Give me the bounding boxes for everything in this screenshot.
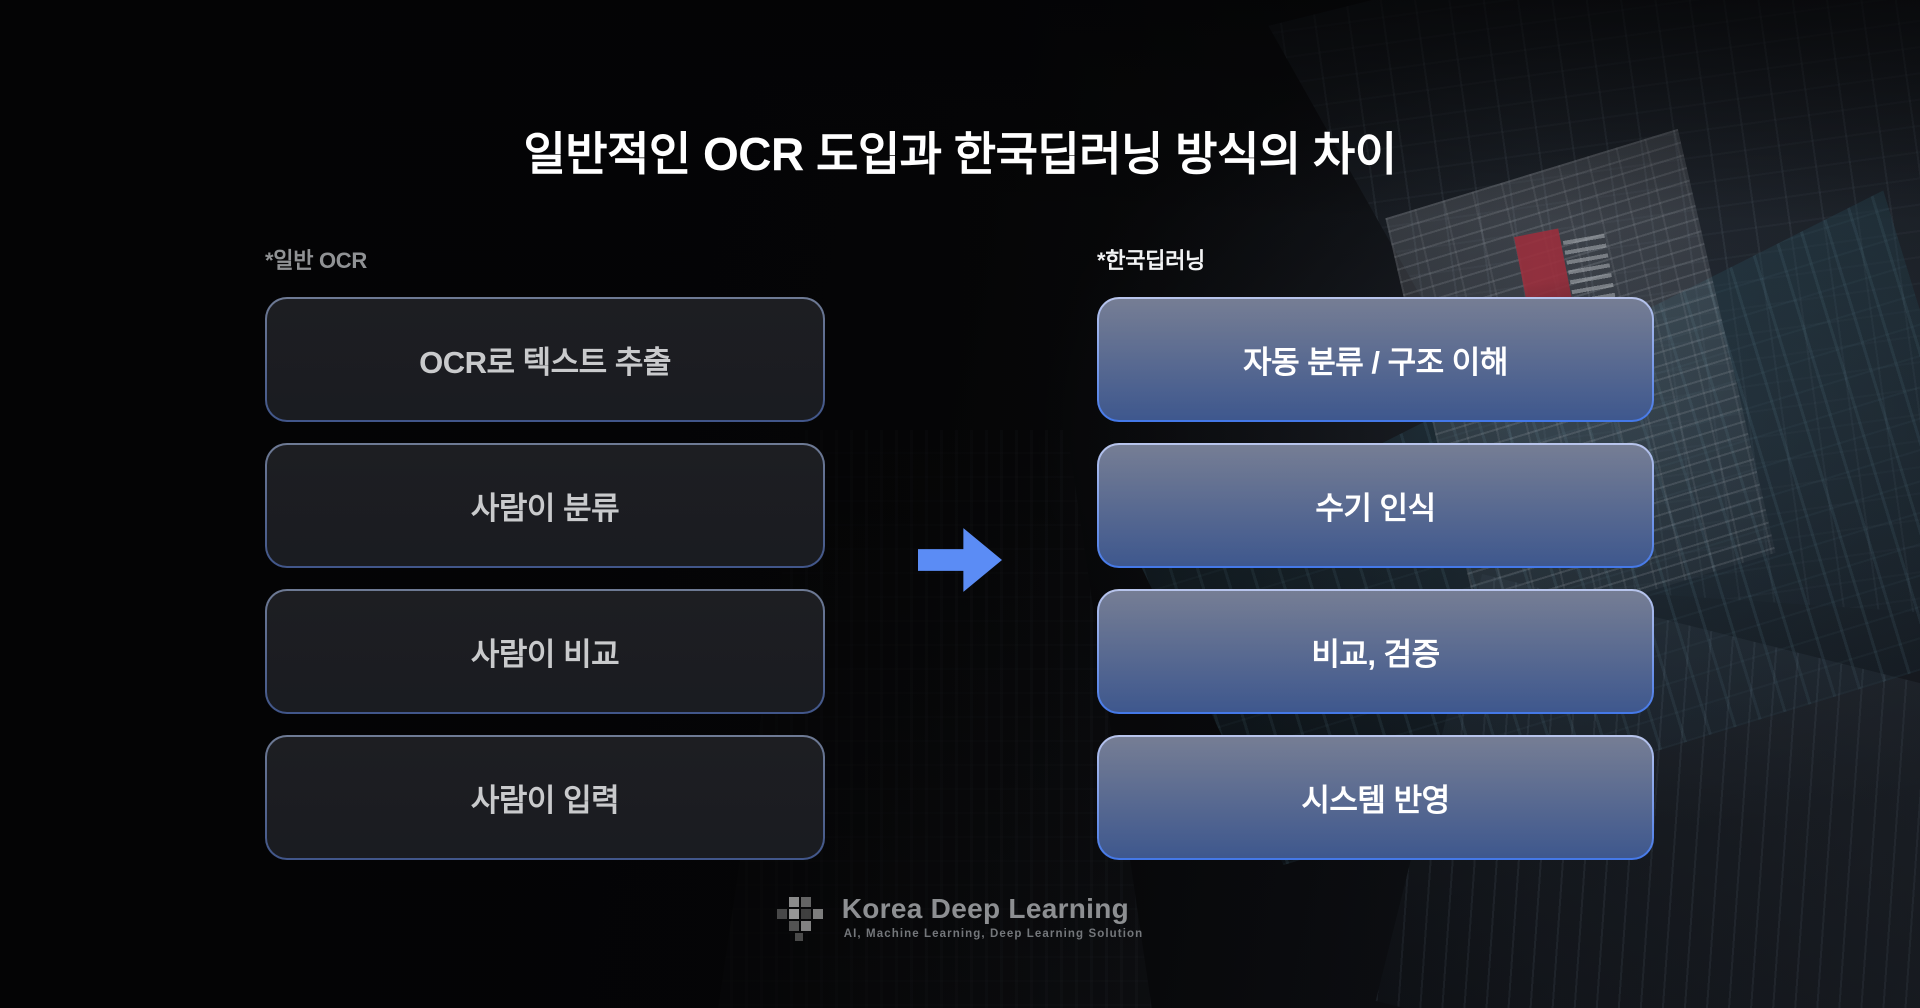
step-box-ocr-extract: OCR로 텍스트 추출 [265,297,825,422]
brand-text-block: Korea Deep Learning AI, Machine Learning… [842,893,1144,940]
right-arrow-icon [918,528,1002,592]
step-box-human-input: 사람이 입력 [265,735,825,860]
step-box-human-compare: 사람이 비교 [265,589,825,714]
step-box-human-classify: 사람이 분류 [265,443,825,568]
brand-name: Korea Deep Learning [841,893,1130,924]
column-label-general-ocr: *일반 OCR [265,248,367,273]
page-title: 일반적인 OCR 도입과 한국딥러닝 방식의 차이 [523,128,1397,180]
step-box-handwriting-recognition: 수기 인식 [1097,443,1654,568]
kdl-pixel-logo-icon [776,897,823,941]
column-label-korea-deep-learning: *한국딥러닝 [1097,248,1205,273]
step-box-system-apply: 시스템 반영 [1097,735,1654,860]
general-ocr-steps: OCR로 텍스트 추출 사람이 분류 사람이 비교 사람이 입력 [265,297,825,860]
kdl-steps: 자동 분류 / 구조 이해 수기 인식 비교, 검증 시스템 반영 [1097,297,1654,860]
column-korea-deep-learning: *한국딥러닝 자동 분류 / 구조 이해 수기 인식 비교, 검증 시스템 반영 [1097,243,1654,860]
column-general-ocr: *일반 OCR OCR로 텍스트 추출 사람이 분류 사람이 비교 사람이 입력 [265,243,825,860]
brand-tagline: AI, Machine Learning, Deep Learning Solu… [843,928,1144,940]
footer-branding: Korea Deep Learning AI, Machine Learning… [0,893,1920,947]
step-box-auto-classify: 자동 분류 / 구조 이해 [1097,297,1654,422]
step-box-compare-verify: 비교, 검증 [1097,589,1654,714]
